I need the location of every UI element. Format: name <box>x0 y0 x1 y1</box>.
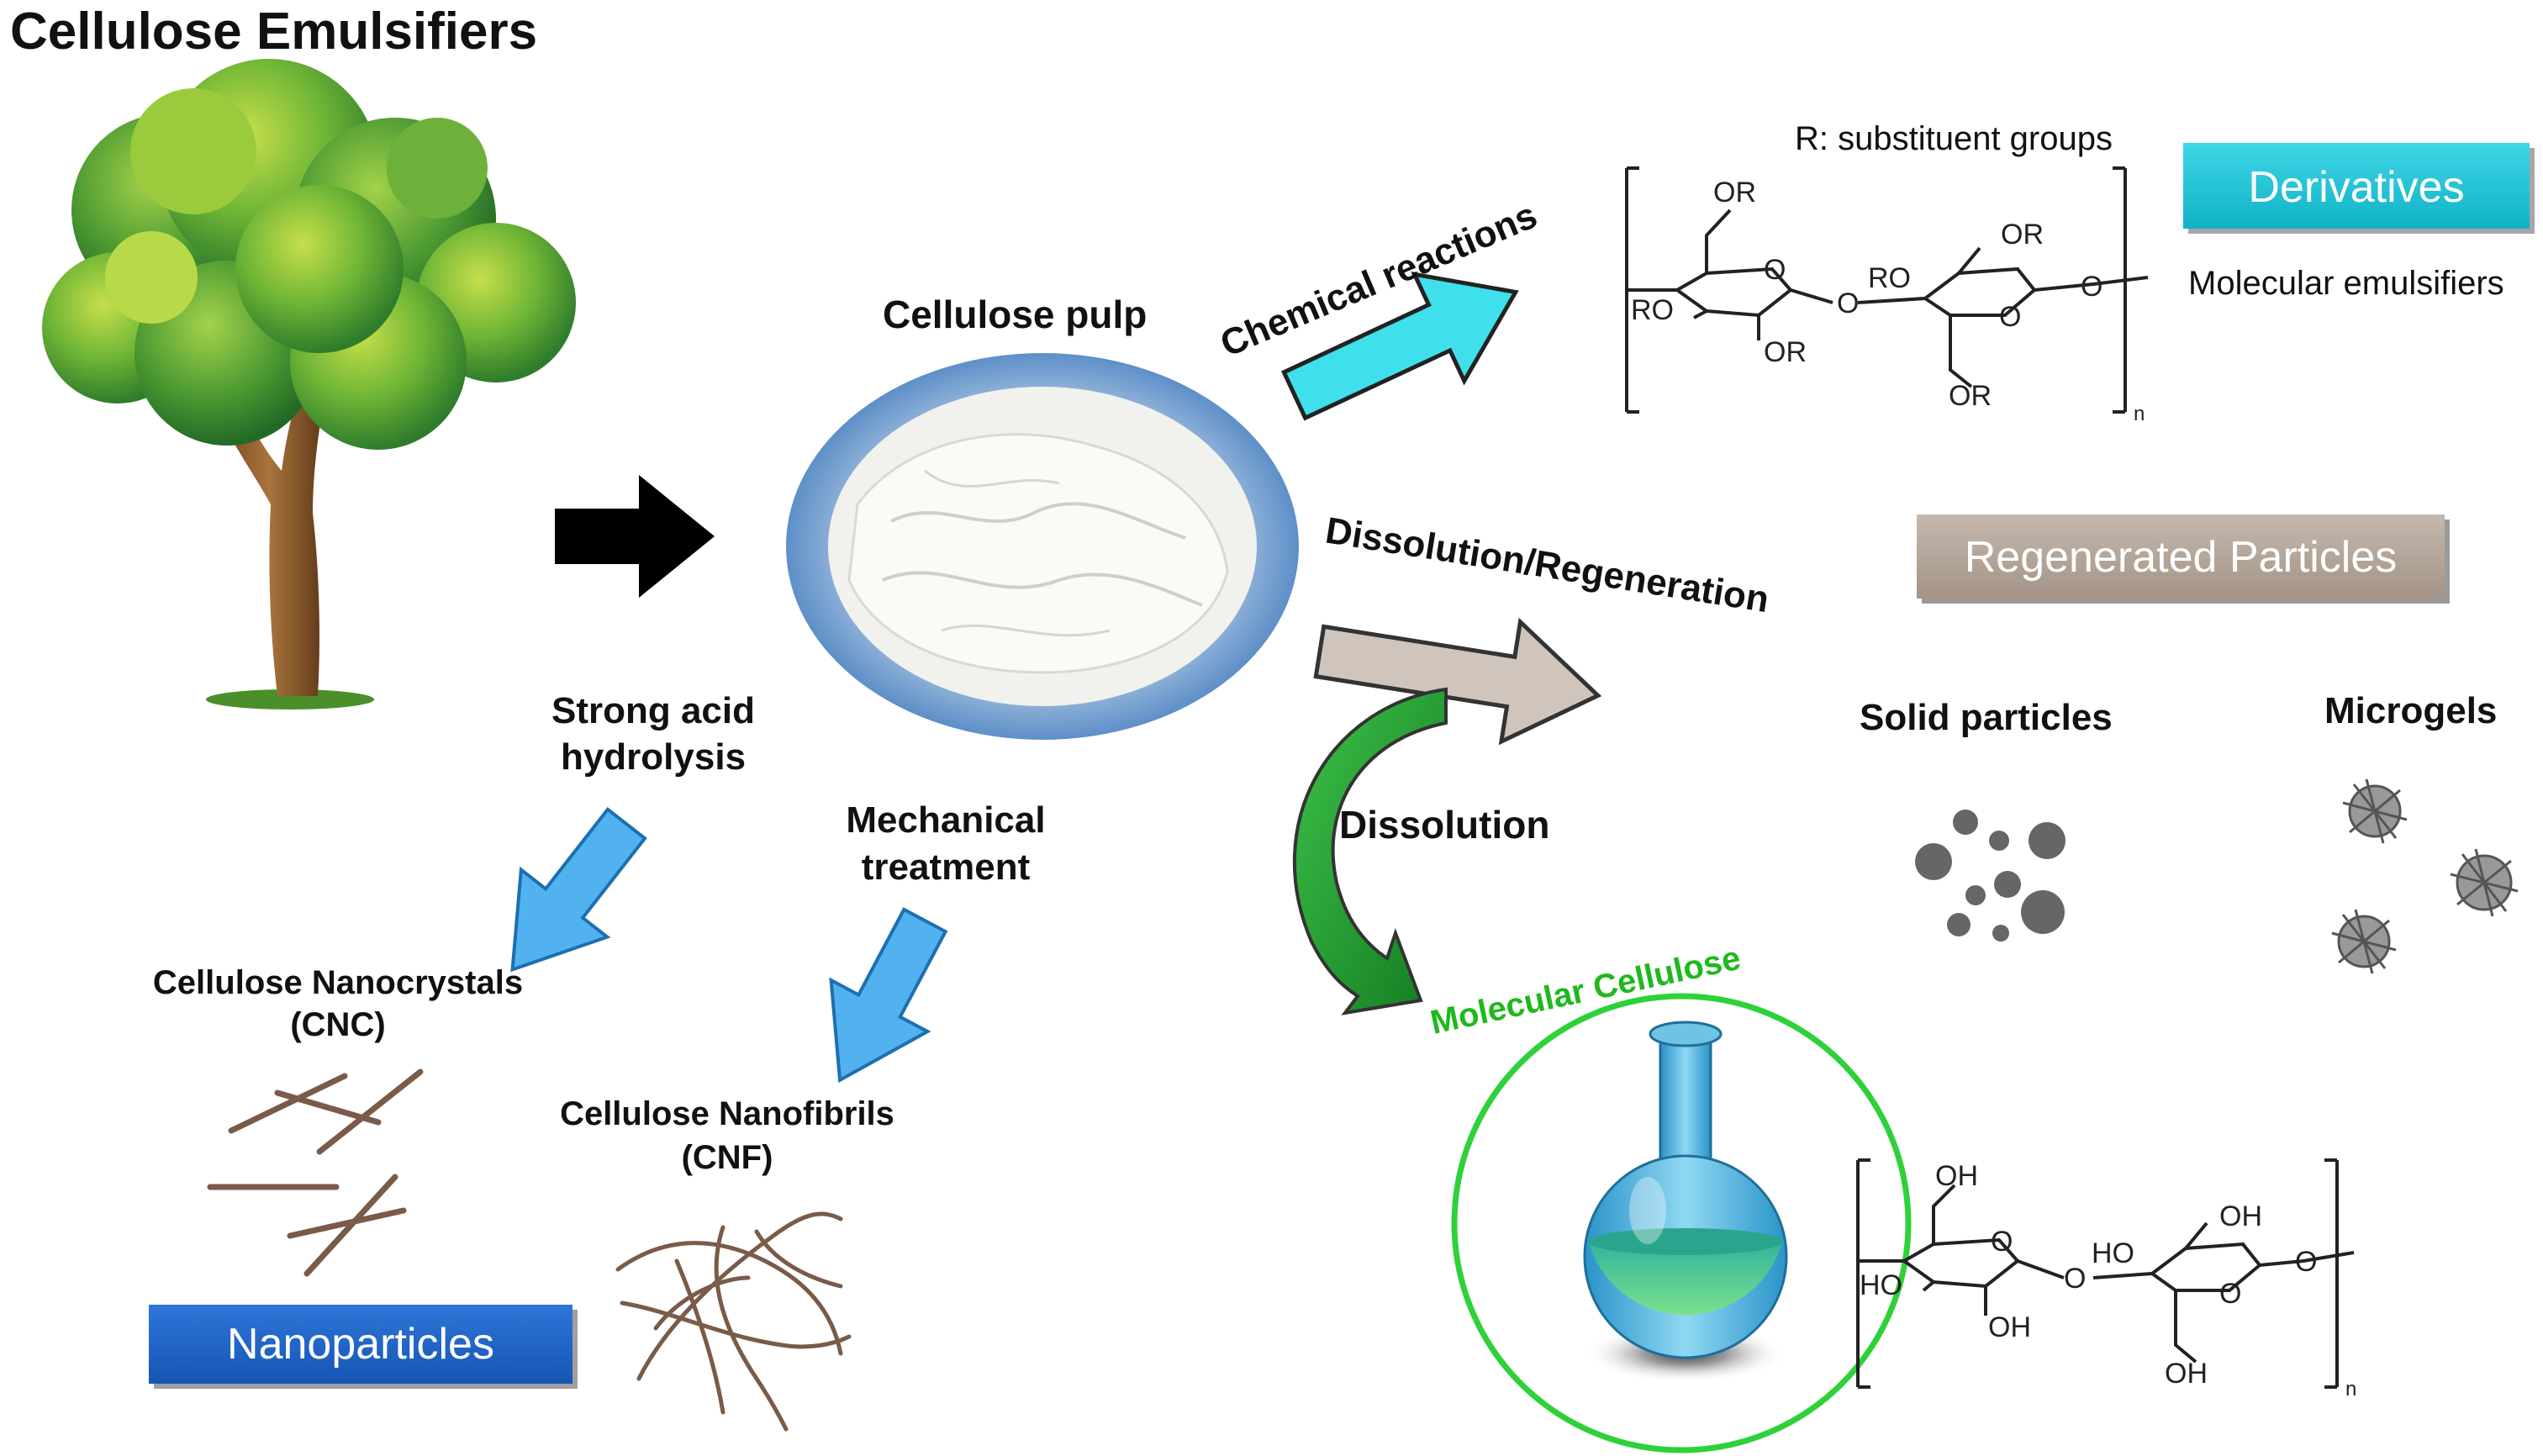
svg-text:OR: OR <box>1713 177 1756 208</box>
nanofibrils-illustration <box>615 1211 852 1432</box>
svg-text:n: n <box>2134 403 2145 425</box>
tree-illustration <box>42 59 576 710</box>
nanocrystals-illustration <box>207 1068 424 1277</box>
molecular-emulsifiers-label: Molecular emulsifiers <box>2188 265 2504 302</box>
cnc-label-line2: (CNC) <box>290 1006 385 1043</box>
cellulose-structure-labels: OH HO OH O O HO OH O O OH n <box>1860 1160 2356 1401</box>
svg-text:Derivatives: Derivatives <box>2248 163 2464 212</box>
cellulose-structure <box>1856 1158 2355 1389</box>
svg-text:Regenerated Particles: Regenerated Particles <box>1965 533 2398 582</box>
svg-text:HO: HO <box>2092 1237 2134 1269</box>
svg-text:RO: RO <box>1631 294 1674 326</box>
svg-text:O: O <box>1764 254 1786 286</box>
derivatives-badge: Derivatives <box>2183 143 2535 234</box>
nanoparticles-badge: Nanoparticles <box>149 1305 578 1389</box>
microgels-label: Microgels <box>2324 690 2497 731</box>
svg-text:O: O <box>1837 288 1859 319</box>
dissolution-label: Dissolution <box>1339 803 1549 847</box>
cnf-label-line1: Cellulose Nanofibrils <box>560 1095 894 1132</box>
svg-text:O: O <box>1991 1226 2013 1258</box>
svg-text:OH: OH <box>2219 1200 2262 1232</box>
strong-acid-label-line2: hydrolysis <box>561 736 746 778</box>
solid-particles-dots <box>1915 810 2066 942</box>
solid-particles-label: Solid particles <box>1860 697 2113 738</box>
svg-text:OH: OH <box>2165 1358 2208 1390</box>
derivative-structure <box>1625 166 2149 414</box>
svg-text:O: O <box>1999 301 2021 333</box>
svg-text:O: O <box>2064 1263 2086 1295</box>
dissolution-arrow <box>1292 687 1448 1016</box>
svg-text:n: n <box>2345 1378 2356 1401</box>
mechanical-label-line1: Mechanical <box>846 799 1045 841</box>
strong-acid-label-line1: Strong acid <box>551 690 755 731</box>
acid-hydrolysis-arrow <box>510 806 647 973</box>
chemical-reactions-arrow <box>1280 271 1519 421</box>
microgel-particles <box>2331 778 2519 974</box>
dissolution-regeneration-label: Dissolution/Regeneration <box>1322 509 1771 620</box>
svg-text:O: O <box>2219 1278 2241 1310</box>
svg-text:HO: HO <box>1860 1269 1902 1301</box>
svg-text:OR: OR <box>1949 380 1992 412</box>
svg-text:Nanoparticles: Nanoparticles <box>227 1320 494 1369</box>
black-arrow <box>555 475 715 598</box>
svg-text:OR: OR <box>2001 219 2044 251</box>
cnc-label-line1: Cellulose Nanocrystals <box>153 964 523 1001</box>
svg-text:O: O <box>2295 1246 2317 1278</box>
substituent-label: R: substituent groups <box>1795 120 2113 157</box>
molecular-cellulose-circle <box>1451 993 1912 1453</box>
page-title: Cellulose Emulsifiers <box>10 3 537 61</box>
regeneration-arrow <box>1313 617 1602 746</box>
cnf-label-line2: (CNF) <box>682 1139 773 1176</box>
cellulose-pulp-image <box>786 353 1299 740</box>
svg-text:OH: OH <box>1988 1311 2031 1343</box>
cellulose-pulp-label: Cellulose pulp <box>883 293 1147 336</box>
regenerated-particles-badge: Regenerated Particles <box>1917 514 2450 604</box>
mechanical-label-line2: treatment <box>862 847 1031 888</box>
flask-icon <box>1583 1021 1788 1383</box>
svg-text:OH: OH <box>1935 1160 1978 1192</box>
derivative-structure-labels: OR RO OR O O RO OR O O OR n <box>1631 177 2145 425</box>
svg-text:RO: RO <box>1868 262 1911 294</box>
mechanical-treatment-arrow <box>829 907 948 1084</box>
svg-text:O: O <box>2081 271 2102 303</box>
svg-text:OR: OR <box>1764 336 1807 368</box>
